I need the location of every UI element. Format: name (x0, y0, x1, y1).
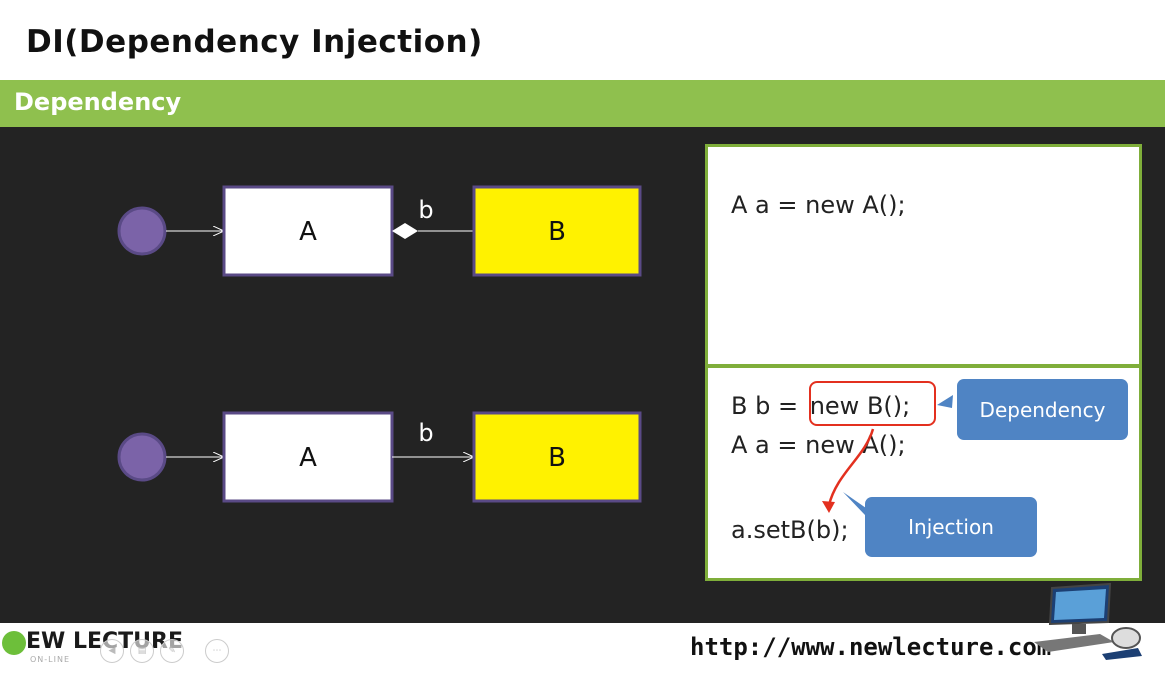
section-header-bar: Dependency (0, 80, 1165, 127)
class-box-b-top-label: B (548, 217, 566, 247)
dependency-callout: Dependency (957, 379, 1128, 440)
player-menu-button[interactable]: ▤ (130, 639, 154, 663)
uml-diagram: A b B A b B (117, 185, 642, 503)
code-panel-before: A a = new A(); (705, 144, 1142, 367)
code-line: A a = new A(); (731, 431, 906, 459)
code-line: B b = new B(); (731, 392, 910, 420)
start-node-bottom (117, 432, 167, 482)
player-more-button[interactable]: ⋯ (205, 639, 229, 663)
player-prev-button[interactable]: ◀ (100, 639, 124, 663)
code-line: A a = new A(); (731, 191, 906, 219)
code-highlight-text: new B(); (809, 392, 911, 420)
dependency-highlight-box (809, 381, 936, 426)
class-box-a-bottom-label: A (299, 443, 317, 473)
class-box-b-top (472, 185, 642, 277)
code-line: a.setB(b); (731, 516, 849, 544)
edge-label-b-bottom: b (418, 419, 433, 447)
class-box-b-bottom-label: B (548, 443, 566, 473)
injection-callout: Injection (865, 497, 1037, 557)
computer-illustration-icon (1034, 582, 1142, 660)
newlecture-logo-subtext: ON-LINE (30, 655, 71, 664)
composition-diamond-icon (392, 223, 418, 239)
start-node-top (117, 206, 167, 256)
class-box-a-top-label: A (299, 217, 317, 247)
footer-url: http://www.newlecture.com (690, 633, 1052, 661)
edge-label-b-top: b (418, 196, 433, 224)
code-line-prefix: B b = (731, 392, 806, 420)
newlecture-logo-icon (2, 631, 26, 655)
slide-title: DI(Dependency Injection) (26, 24, 483, 60)
player-pen-button[interactable]: ✎ (160, 639, 184, 663)
slide-footer: EW LECTURE ON-LINE ◀ ▤ ✎ ⋯ http://www.ne… (0, 623, 1165, 695)
slide-stage: A b B A b B A a = new A(); B b = new B()… (0, 127, 1165, 623)
class-box-b-bottom (472, 411, 642, 503)
section-label: Dependency (14, 88, 182, 116)
class-box-a-bottom (222, 411, 394, 503)
